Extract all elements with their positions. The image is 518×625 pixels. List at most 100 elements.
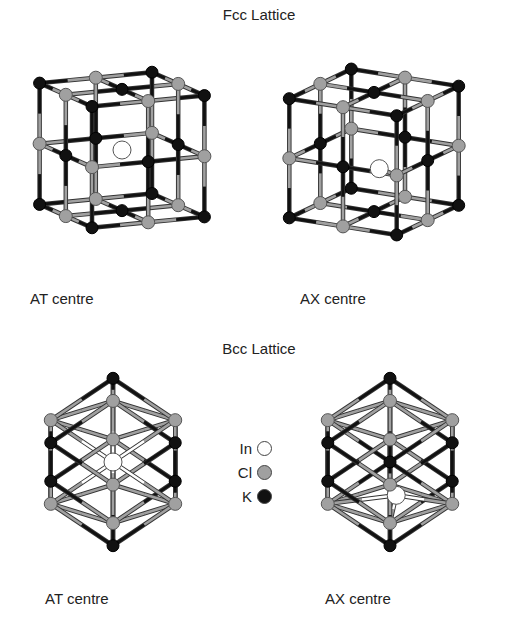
bond-outline xyxy=(287,158,292,218)
bond-outline xyxy=(390,504,452,546)
atom-cl xyxy=(321,497,334,510)
bond-outline xyxy=(51,420,113,462)
atom-cl xyxy=(314,197,327,210)
atom-cl xyxy=(145,126,158,139)
atom-cl xyxy=(198,150,211,163)
bond-outline xyxy=(328,481,390,523)
atom-k xyxy=(384,372,396,384)
bond-outline xyxy=(328,504,390,546)
bond-outline xyxy=(343,226,397,235)
bond-outline xyxy=(390,420,452,462)
atom-k xyxy=(146,66,158,78)
bond-outline xyxy=(202,156,207,217)
bond-outline xyxy=(349,69,354,129)
bond-outline xyxy=(92,101,148,106)
atom-cl xyxy=(337,220,350,233)
bond-outline xyxy=(349,129,354,189)
bcc-at-centre xyxy=(44,372,181,551)
bond-outline xyxy=(328,401,390,420)
atom-cl xyxy=(44,497,57,510)
bond-outline xyxy=(96,194,152,199)
legend-swatch xyxy=(257,465,272,480)
bond-outline xyxy=(328,443,390,485)
bond-outline xyxy=(51,504,113,546)
fcc-ax-centre xyxy=(283,63,465,241)
atom-k xyxy=(45,475,57,487)
bond-outline xyxy=(92,162,148,167)
bond-outline xyxy=(390,378,452,420)
bond-outline xyxy=(51,481,113,523)
atom-cl xyxy=(89,192,102,205)
atom-cl xyxy=(421,94,434,107)
atom-k xyxy=(345,63,357,75)
atom-k xyxy=(345,182,357,194)
figure-caption: AT centre xyxy=(30,290,94,307)
atom-cl xyxy=(321,414,334,427)
figure-caption: AT centre xyxy=(45,590,109,607)
atom-cl xyxy=(169,414,182,427)
bond-outline xyxy=(148,217,204,222)
atom-cl xyxy=(283,152,296,165)
bond-outline xyxy=(64,155,69,216)
bond-outline xyxy=(289,158,343,167)
legend-row: K xyxy=(242,488,272,505)
atom-cl xyxy=(384,433,397,446)
bond-outline xyxy=(173,420,178,504)
legend-row: In xyxy=(239,440,272,457)
section-heading: Bcc Lattice xyxy=(222,340,295,357)
atom-k xyxy=(453,80,465,92)
fcc-at-centre xyxy=(33,66,211,234)
bond-outline xyxy=(113,485,175,504)
bond-outline xyxy=(113,401,175,420)
legend-swatch xyxy=(257,441,272,456)
bond-outline xyxy=(96,133,152,138)
atom-k xyxy=(86,222,98,234)
bond-outline xyxy=(326,420,331,481)
bond-outline xyxy=(113,378,175,420)
atom-k xyxy=(384,456,396,468)
legend-row: Cl xyxy=(238,464,272,481)
bond-outline xyxy=(374,212,428,221)
atom-k xyxy=(322,475,334,487)
figure-caption: AX centre xyxy=(325,590,391,607)
atom-cl xyxy=(169,497,182,510)
bond-outline xyxy=(40,78,96,83)
atom-cl xyxy=(421,214,434,227)
bond-outline xyxy=(113,504,175,523)
bond-outline xyxy=(390,439,452,481)
atom-cl xyxy=(59,210,72,223)
atom-k xyxy=(172,139,184,151)
atom-cl xyxy=(384,394,397,407)
atom-cl xyxy=(452,139,465,152)
bond-outline xyxy=(202,96,207,157)
bond-outline xyxy=(113,462,175,504)
atom-k xyxy=(446,475,458,487)
bond-outline xyxy=(405,78,459,87)
atom-k xyxy=(283,93,295,105)
atom-k xyxy=(146,188,158,200)
bond-outline xyxy=(51,378,113,420)
atom-k xyxy=(283,212,295,224)
bond-outline xyxy=(456,146,461,206)
atom-cl xyxy=(33,137,46,150)
atom-cl xyxy=(59,88,72,101)
bond-outline xyxy=(390,401,452,420)
bond-outline xyxy=(113,420,175,462)
bond-outline xyxy=(374,92,428,101)
atom-k xyxy=(384,540,396,552)
atom-k xyxy=(322,437,334,449)
bond-outline xyxy=(390,401,452,443)
bond-outline xyxy=(289,218,343,227)
atom-cl xyxy=(142,216,155,229)
atom-cl xyxy=(314,77,327,90)
bond-outline xyxy=(113,504,175,546)
atom-k xyxy=(314,137,326,149)
bond-outline xyxy=(388,401,393,462)
atom-in xyxy=(113,141,131,159)
atom-k xyxy=(337,161,349,173)
bond-outline xyxy=(37,144,42,205)
bond-outline xyxy=(403,78,408,138)
bond-outline xyxy=(320,203,374,212)
atom-cl xyxy=(107,433,120,446)
